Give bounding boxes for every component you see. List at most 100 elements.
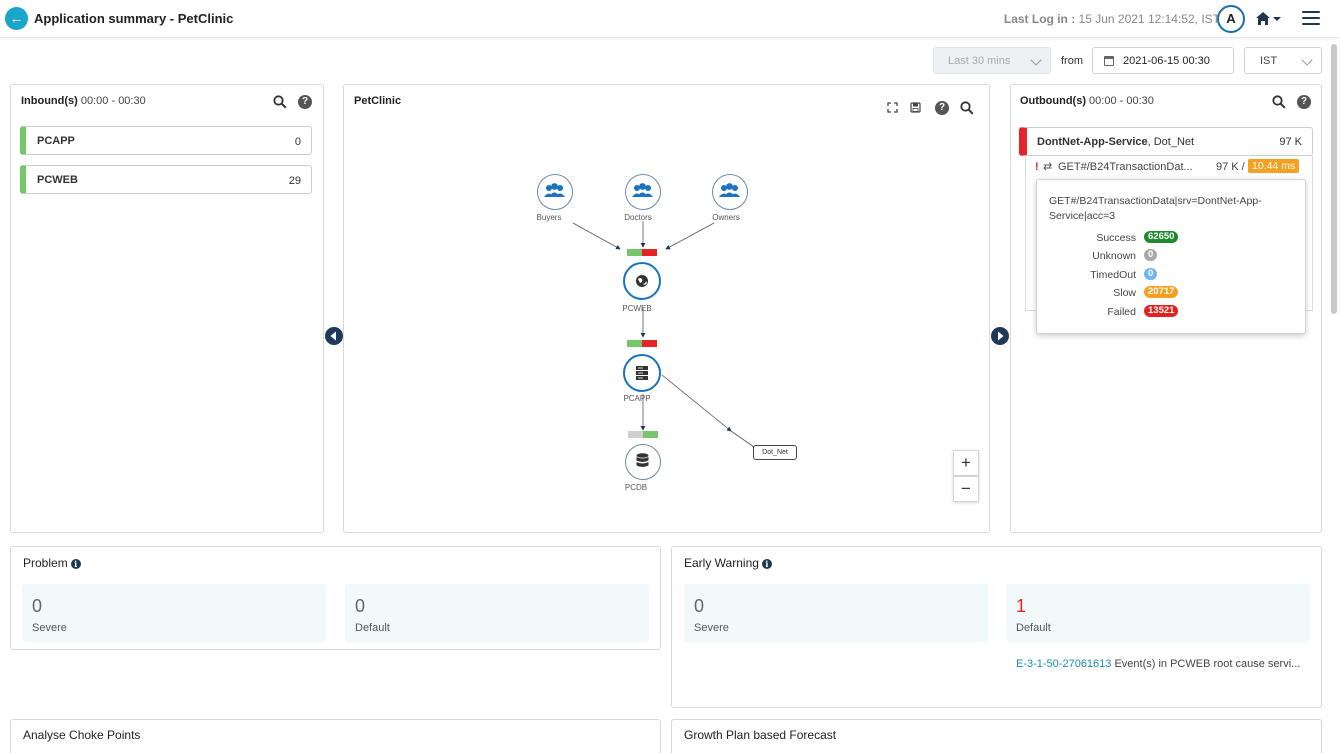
inbound-item[interactable]: PCAPP 0 <box>20 126 312 155</box>
info-icon[interactable]: i <box>761 559 772 569</box>
inbound-item[interactable]: PCWEB 29 <box>20 165 312 194</box>
outbound-time-range: 00:00 - 00:30 <box>1089 95 1154 107</box>
transaction-row[interactable]: ! ⇄ GET#/B24TransactionDat... 97 K / 10.… <box>1035 159 1305 176</box>
pcdb-health-bar <box>628 431 658 438</box>
page-scrollbar[interactable] <box>1331 44 1337 314</box>
topology-title: PetClinic <box>354 95 402 107</box>
database-icon <box>636 453 649 467</box>
tooltip-value-badge: 62650 <box>1144 231 1179 243</box>
zoom-in-button[interactable]: + <box>953 450 979 476</box>
outbound-service-type: , Dot_Net <box>1147 136 1195 148</box>
help-icon[interactable]: ? <box>935 101 949 115</box>
calendar-icon <box>1104 56 1114 66</box>
dotnet-node[interactable]: Dot_Net <box>753 445 797 460</box>
timezone-value: IST <box>1260 55 1278 67</box>
default-label: Default <box>1016 622 1051 634</box>
pcapp-node[interactable] <box>623 354 661 392</box>
search-icon[interactable] <box>960 101 974 115</box>
warning-severe-box[interactable]: 0 Severe <box>684 584 988 642</box>
problem-title-text: Problem <box>23 556 68 570</box>
buyers-node[interactable] <box>537 174 573 210</box>
time-range-select[interactable]: Last 30 mins <box>933 47 1051 74</box>
help-icon[interactable]: ? <box>298 95 312 109</box>
inbound-time-range: 00:00 - 00:30 <box>80 95 146 107</box>
server-icon <box>636 366 648 380</box>
date-picker-input[interactable]: 2021-06-15 00:30 <box>1092 47 1234 74</box>
collapse-left-icon[interactable] <box>325 327 343 345</box>
tooltip-value-badge: 20717 <box>1144 286 1179 298</box>
alert-icon: ! <box>1035 161 1039 173</box>
doctors-label: Doctors <box>624 213 652 222</box>
date-value: 2021-06-15 00:30 <box>1123 55 1210 67</box>
outbound-service-item[interactable]: DontNet-App-Service, Dot_Net 97 K <box>1019 127 1313 156</box>
users-group-icon <box>544 183 565 197</box>
inbound-item-count: 29 <box>288 175 301 187</box>
inbound-item-name: PCAPP <box>37 135 75 147</box>
tooltip-label: Unknown <box>1092 250 1136 262</box>
pcapp-health-bar <box>627 340 657 347</box>
save-icon[interactable] <box>910 102 921 113</box>
outbound-service-label: DontNet-App-Service, Dot_Net <box>1037 136 1194 148</box>
severe-label: Severe <box>694 622 729 634</box>
pcweb-node[interactable] <box>623 262 661 300</box>
event-summary: E-3-1-50-27061613 Event(s) in PCWEB root… <box>1016 658 1300 670</box>
tooltip-label: Slow <box>1113 287 1136 299</box>
default-count: 0 <box>355 596 366 616</box>
chevron-down-icon <box>1301 54 1313 66</box>
last-login-info: Last Log in : 15 Jun 2021 12:14:52, IST <box>1004 12 1220 26</box>
severe-count: 0 <box>32 596 43 616</box>
default-count: 1 <box>1016 596 1027 616</box>
inbound-title-text: Inbound(s) <box>21 95 78 107</box>
growth-plan-card <box>671 719 1322 753</box>
problem-severe-box[interactable]: 0 Severe <box>22 584 326 642</box>
transfer-icon: ⇄ <box>1043 161 1053 173</box>
search-icon[interactable] <box>273 95 287 109</box>
last-login-value: 15 Jun 2021 12:14:52, IST <box>1078 12 1220 26</box>
user-avatar[interactable]: A <box>1217 5 1245 33</box>
inbound-item-count: 0 <box>294 136 301 148</box>
inbound-item-name: PCWEB <box>37 174 78 186</box>
tooltip-value-badge: 13521 <box>1144 305 1179 317</box>
outbound-title: Outbound(s) 00:00 - 00:30 <box>1020 95 1154 107</box>
outbound-title-text: Outbound(s) <box>1020 95 1086 107</box>
topology-edges <box>572 221 755 448</box>
collapse-right-icon[interactable] <box>991 327 1009 345</box>
home-icon[interactable] <box>1255 10 1283 28</box>
tooltip-value-badge: 0 <box>1144 249 1158 261</box>
outbound-service-count: 97 K <box>1279 136 1302 148</box>
help-icon[interactable]: ? <box>1297 95 1311 109</box>
event-text: Event(s) in PCWEB root cause servi... <box>1114 658 1301 670</box>
tooltip-label: Failed <box>1107 306 1136 318</box>
tooltip-row-success: Success 62650 <box>1037 231 1307 245</box>
pcweb-label: PCWEB <box>622 304 652 313</box>
event-id-link[interactable]: E-3-1-50-27061613 <box>1016 658 1112 670</box>
pcweb-health-bar <box>627 249 657 256</box>
tooltip-row-failed: Failed 13521 <box>1037 305 1307 319</box>
pcdb-node[interactable] <box>625 444 661 480</box>
owners-label: Owners <box>712 213 740 222</box>
timezone-select[interactable]: IST <box>1244 47 1322 74</box>
severe-label: Severe <box>32 622 67 634</box>
growth-plan-title: Growth Plan based Forecast <box>684 728 837 742</box>
doctors-node[interactable] <box>625 174 661 210</box>
owners-node[interactable] <box>712 174 748 210</box>
early-warning-title-text: Early Warning <box>684 556 759 570</box>
from-label: from <box>1061 55 1083 67</box>
zoom-out-button[interactable]: − <box>953 476 979 502</box>
tooltip-label: TimedOut <box>1090 269 1136 281</box>
tooltip-row-timedout: TimedOut 0 <box>1037 268 1307 282</box>
info-icon[interactable]: i <box>70 559 81 569</box>
back-arrow-icon[interactable]: ← <box>5 7 28 30</box>
transaction-count: 97 K / <box>1216 161 1245 173</box>
tooltip-title: GET#/B24TransactionData|srv=DontNet-App-… <box>1049 195 1262 222</box>
tooltip-row-slow: Slow 20717 <box>1037 286 1307 300</box>
warning-default-box[interactable]: 1 Default <box>1006 584 1310 642</box>
fullscreen-icon[interactable] <box>887 102 898 113</box>
search-icon[interactable] <box>1272 95 1286 109</box>
choke-points-card <box>10 719 661 753</box>
pcdb-label: PCDB <box>624 483 648 492</box>
tooltip-label: Success <box>1096 232 1136 244</box>
hamburger-menu-icon[interactable] <box>1302 11 1320 26</box>
problem-default-box[interactable]: 0 Default <box>345 584 649 642</box>
